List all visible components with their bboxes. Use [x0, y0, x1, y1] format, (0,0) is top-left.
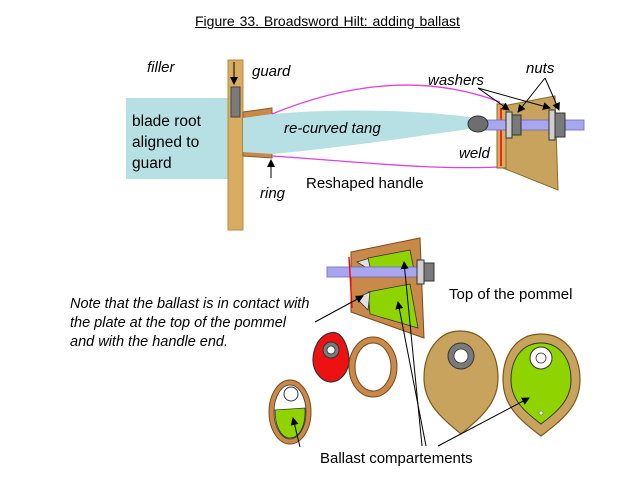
note-line-2: the plate at the top of the pommel: [70, 315, 287, 331]
ring-label: ring: [260, 185, 286, 202]
small-oval-compartment: [268, 379, 312, 445]
blade-root-label: blade root aligned to guard: [132, 111, 201, 174]
top-of-pommel-label: Top of the pommel: [449, 286, 573, 303]
recurved-tang: [243, 110, 476, 154]
ballast-pointer-3: [395, 301, 427, 447]
blade-root: [126, 98, 243, 179]
note-line-1: Note that the ballast is in contact with: [70, 296, 310, 312]
ballast-pointer-2: [400, 261, 423, 447]
figure-title: Figure 33. Broadsword Hilt: adding balla…: [195, 13, 460, 29]
ballast-pointer-4: [437, 397, 530, 447]
ballast-compartments-label: Ballast compartements: [320, 450, 473, 467]
recurved-tang-label: re-curved tang: [284, 120, 381, 137]
note-line-3: and with the handle end.: [70, 334, 229, 350]
tang-tip: [467, 115, 489, 133]
guard-label: guard: [252, 63, 291, 80]
nut-1: [511, 114, 522, 136]
pommel-section: [326, 237, 435, 339]
blade-root-line-3: guard: [132, 155, 172, 172]
washers-label: washers: [428, 72, 484, 89]
handle-outline-lower: [271, 155, 501, 169]
weld-label: weld: [459, 145, 490, 162]
washers-arrow-1: [477, 87, 510, 111]
guard: [227, 59, 244, 231]
blade-root-line-2: aligned to: [132, 134, 200, 151]
blade-root-line-1: blade root: [132, 113, 201, 130]
filler-label: filler: [147, 59, 175, 76]
ring-oval: [348, 336, 398, 398]
washers-arrow-2: [477, 87, 551, 110]
note-arrow: [314, 295, 364, 323]
tang-rod: [481, 119, 585, 131]
filler: [230, 86, 241, 118]
nuts-arrow-1: [517, 77, 546, 113]
ballast-note: Note that the ballast is in contact with…: [70, 295, 309, 352]
nuts-label: nuts: [526, 60, 555, 77]
pommel-front: [423, 330, 499, 435]
pommel-front-ballast: [502, 333, 581, 437]
red-plate: [312, 332, 350, 383]
ballast-pointer-1: [290, 417, 301, 448]
reshaped-handle-label: Reshaped handle: [306, 175, 424, 192]
handle-outline: [271, 84, 501, 115]
nut-2: [554, 112, 566, 138]
washer-1: [505, 111, 513, 139]
nuts-arrow-2: [544, 77, 560, 111]
washer-2: [548, 109, 556, 141]
